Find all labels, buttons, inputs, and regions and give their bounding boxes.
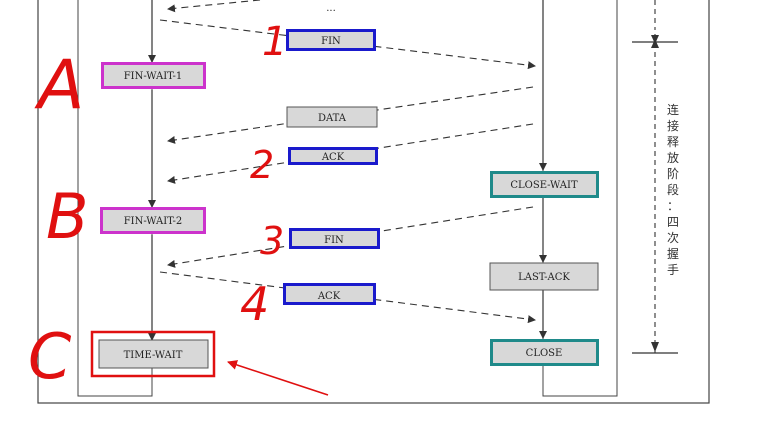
dimension-arrow <box>651 39 659 48</box>
client-lane <box>77 0 153 397</box>
message-fin-1: FIN <box>286 29 376 51</box>
message-ack-4: ACK <box>283 283 376 305</box>
message-label: FIN <box>324 235 344 246</box>
message-label: ACK <box>321 152 345 163</box>
svg-text:连: 连 <box>667 102 679 117</box>
state-label: FIN-WAIT-1 <box>124 71 183 82</box>
state-last-ack: LAST-ACK <box>489 262 599 291</box>
state-close: CLOSE <box>490 339 599 366</box>
side-label-bg <box>662 100 684 290</box>
message-arrow-fin-1 <box>159 19 536 70</box>
svg-text:握: 握 <box>667 246 679 261</box>
message-arrow <box>167 0 261 13</box>
state-fin-wait-2: FIN-WAIT-2 <box>100 207 206 234</box>
state-time-wait: TIME-WAIT <box>90 330 216 378</box>
svg-text:段: 段 <box>667 182 679 197</box>
svg-text:接: 接 <box>667 118 679 133</box>
state-label: TIME-WAIT <box>124 350 183 361</box>
step-number-2: 2 <box>250 143 274 187</box>
ellipsis: ... <box>326 3 336 14</box>
state-fin-wait-1: FIN-WAIT-1 <box>101 62 206 89</box>
state-label: CLOSE <box>526 348 563 359</box>
state-label: LAST-ACK <box>518 272 570 283</box>
svg-text:四: 四 <box>667 215 679 229</box>
svg-text:放: 放 <box>667 150 679 165</box>
svg-text:阶: 阶 <box>667 167 679 181</box>
message-data: DATA <box>286 106 378 128</box>
step-number-1: 1 <box>262 19 287 65</box>
svg-text:次: 次 <box>667 231 679 245</box>
outer-frame <box>37 0 710 404</box>
svg-text:手: 手 <box>667 263 679 277</box>
message-ack-2: ACK <box>288 147 378 165</box>
message-label: DATA <box>318 113 347 124</box>
state-letter-c: C <box>28 320 72 393</box>
message-label: ACK <box>317 291 341 302</box>
step-number-3: 3 <box>260 219 284 263</box>
step-number-4: 4 <box>240 277 269 331</box>
svg-text:：: ： <box>667 199 679 213</box>
svg-text:释: 释 <box>667 135 679 149</box>
state-label: CLOSE-WAIT <box>510 180 578 191</box>
state-letter-a: A <box>34 46 85 125</box>
message-fin-3: FIN <box>289 228 380 249</box>
message-arrow-ack-4 <box>159 271 536 324</box>
message-label: FIN <box>321 36 341 47</box>
red-pointer-arrow <box>227 360 329 396</box>
state-label: FIN-WAIT-2 <box>124 216 183 227</box>
state-close-wait: CLOSE-WAIT <box>490 171 599 198</box>
dimension-arrow <box>651 342 659 352</box>
side-label-phase: 连 接 释 放 阶 段 ： 四 次 握 手 <box>667 102 679 277</box>
state-letter-b: B <box>46 180 89 253</box>
